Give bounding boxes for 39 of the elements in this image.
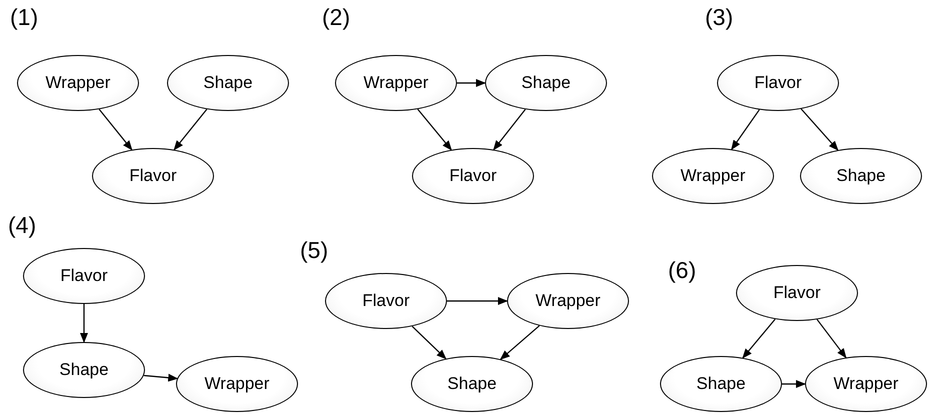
arrow — [80, 304, 88, 343]
ellipse-node: Flavor — [92, 148, 214, 204]
ellipse-node: Wrapper — [335, 55, 457, 111]
ellipse-node: Flavor — [325, 273, 447, 329]
ellipse-node: Shape — [411, 356, 533, 412]
arrow — [742, 318, 776, 359]
panel-number: (2) — [322, 4, 350, 31]
ellipse-node: Flavor — [736, 265, 858, 321]
ellipse-node: Wrapper — [176, 356, 298, 412]
panel-number: (1) — [10, 4, 38, 31]
panel-number: (5) — [300, 237, 328, 264]
panel-number: (3) — [705, 4, 734, 31]
ellipse-node: Shape — [167, 55, 289, 111]
ellipse-node: Wrapper — [652, 148, 774, 204]
ellipse-node: Flavor — [23, 248, 145, 304]
ellipse-node: Wrapper — [805, 356, 927, 412]
ellipse-node: Shape — [800, 148, 922, 204]
ellipse-node: Wrapper — [17, 55, 139, 111]
ellipse-node: Shape — [660, 356, 782, 412]
arrow — [417, 108, 452, 151]
panel-number: (6) — [668, 257, 696, 284]
arrow — [174, 108, 208, 151]
ellipse-node: Flavor — [717, 55, 839, 111]
panel-number: (4) — [8, 212, 36, 239]
ellipse-node: Shape — [23, 342, 145, 398]
ellipse-node: Wrapper — [507, 273, 629, 329]
arrow — [447, 297, 508, 305]
arrow — [144, 374, 178, 382]
arrow — [731, 109, 760, 150]
arrow — [412, 326, 447, 360]
arrow — [457, 79, 486, 87]
arrow — [782, 380, 806, 388]
arrow — [98, 108, 132, 151]
arrow — [816, 319, 847, 358]
ellipse-node: Shape — [485, 55, 607, 111]
ellipse-node: Flavor — [412, 148, 534, 204]
arrow — [493, 108, 526, 150]
arrow — [800, 108, 839, 151]
arrow — [500, 325, 540, 360]
